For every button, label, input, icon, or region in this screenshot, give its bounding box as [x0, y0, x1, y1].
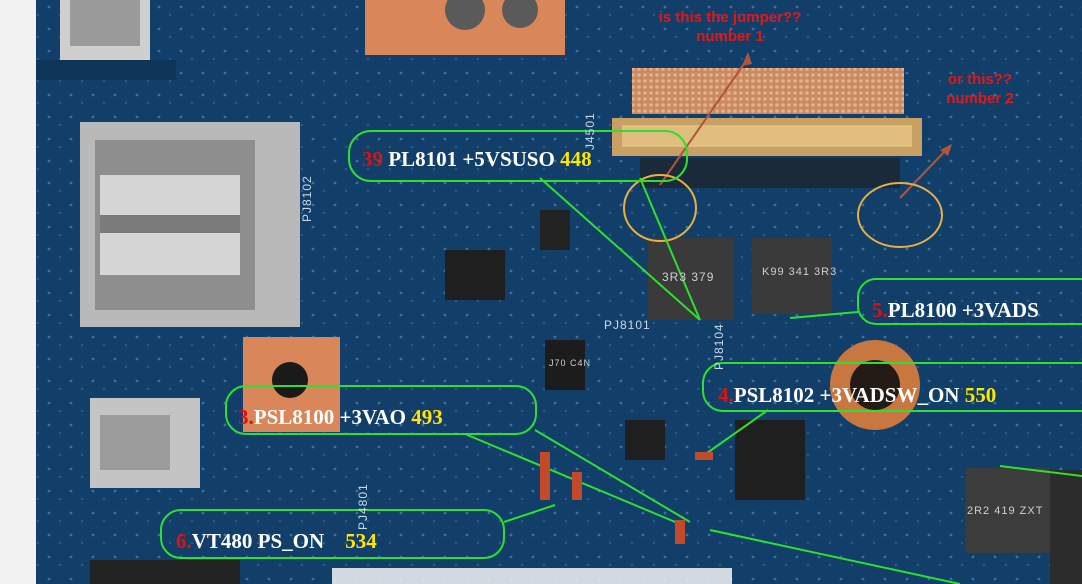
- callout-vt480: 6.VT480 PS_ON 534: [176, 529, 377, 554]
- jumper-question-2-line1: or this??: [947, 71, 1013, 88]
- chip-marking: J70 C4N: [549, 358, 592, 368]
- callout-text: PL8100 +3VADS: [887, 298, 1039, 322]
- callout-number: 3.: [238, 405, 254, 429]
- callout-value: 534: [345, 529, 377, 553]
- callout-psl8100: 3.PSL8100 +3VAO 493: [238, 405, 443, 430]
- callout-text: PSL8102 +3VADSW_ON: [733, 383, 965, 407]
- callout-value: 493: [411, 405, 443, 429]
- jumper-question-1-line1: is this the jumper??: [658, 9, 802, 26]
- callout-pl8100: 5.PL8100 +3VADS: [872, 298, 1039, 323]
- silkscreen-pj8101: PJ8101: [604, 318, 651, 332]
- silkscreen-pj4801: PJ4801: [356, 483, 370, 530]
- silkscreen-pj8104: PJ8104: [712, 323, 726, 370]
- callout-number: 39: [362, 147, 383, 171]
- callout-pl8101: 39 PL8101 +5VSUSO 448: [362, 147, 592, 172]
- inductor-marking-3: 2R2 419 ZXT: [967, 505, 1044, 517]
- callout-text: VT480 PS_ON: [191, 529, 346, 553]
- silkscreen-pj8102: PJ8102: [300, 175, 314, 222]
- jumper-question-1-line2: number 1: [696, 28, 764, 45]
- jumper-question-2: or this?? number 2: [920, 70, 1040, 108]
- jumper-question-2-line2: number 2: [946, 90, 1014, 107]
- callout-number: 5.: [872, 298, 888, 322]
- callout-text: PSL8100 +3VAO: [253, 405, 412, 429]
- callout-number: 6.: [176, 529, 192, 553]
- callout-number: 4.: [718, 383, 734, 407]
- silkscreen-j4501: J4501: [583, 112, 597, 150]
- inductor-marking-1: 3R3 379: [662, 270, 715, 284]
- callout-value: 448: [560, 147, 592, 171]
- inductor-marking-2: K99 341 3R3: [762, 266, 838, 278]
- jumper-question-1: is this the jumper?? number 1: [620, 8, 840, 46]
- callout-psl8102: 4.PSL8102 +3VADSW_ON 550: [718, 383, 996, 408]
- callout-text: PL8101 +5VSUSO: [383, 147, 561, 171]
- callout-value: 550: [964, 383, 997, 407]
